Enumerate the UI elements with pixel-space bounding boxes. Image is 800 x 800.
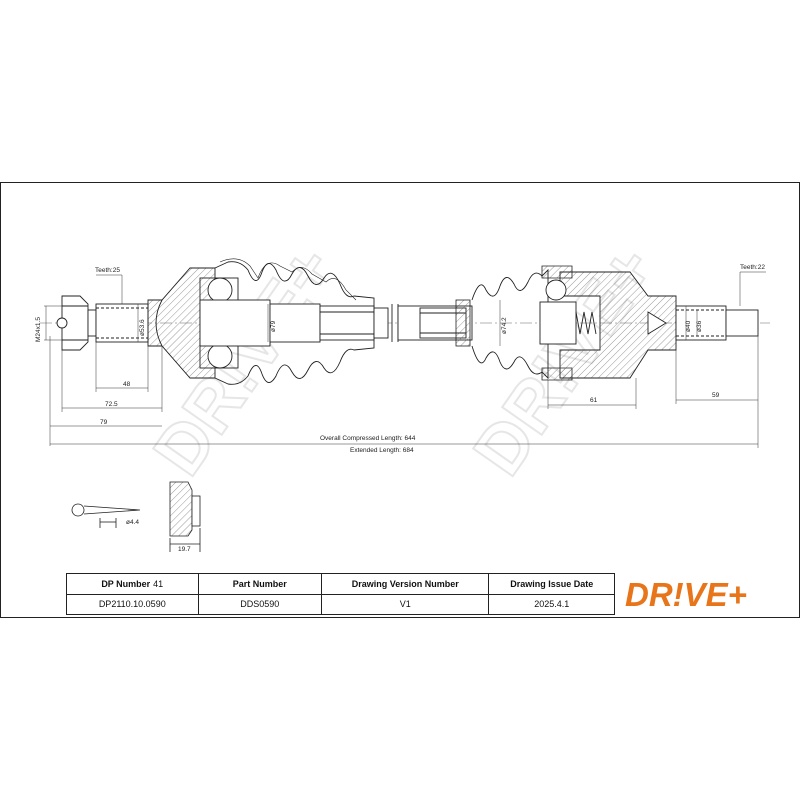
drawing-version-header: Drawing Version Number <box>322 574 490 594</box>
left-boot-inner <box>219 258 357 301</box>
teeth-left-label: Teeth:25 <box>95 267 120 274</box>
dim-59-label: 59 <box>712 392 720 399</box>
issue-date-value: 2025.4.1 <box>534 599 570 609</box>
dim-61-label: 61 <box>590 397 598 404</box>
dim-48-label: 48 <box>123 381 131 388</box>
dim-79-label: 79 <box>100 419 108 426</box>
dim-72-5-label: 72.5 <box>105 401 118 408</box>
tripod-roller <box>545 279 567 301</box>
brand-logo: DR!VE+ <box>618 573 800 615</box>
teeth-right-label: Teeth:22 <box>740 264 765 271</box>
title-block: DP Number 41 Part Number Drawing Version… <box>66 573 615 615</box>
right-stub <box>675 305 759 341</box>
dia-left-stub-label: ø53.6 <box>139 319 146 336</box>
pin-dia-label: ø4.4 <box>126 519 139 526</box>
threaded-stub <box>87 309 97 337</box>
inner-joint-housing <box>559 271 677 379</box>
castle-nut-detail <box>169 481 201 552</box>
left-shaft <box>269 303 389 343</box>
inner-joint <box>539 271 677 379</box>
part-number-header: Part Number <box>199 574 323 594</box>
tripod-spider <box>539 301 577 345</box>
spring <box>575 311 597 335</box>
dimension-lines <box>44 271 766 448</box>
dia-right-joint-label: ø74.2 <box>501 317 508 334</box>
dp-number-header-value: 41 <box>153 579 164 589</box>
left-outer-joint <box>56 267 271 379</box>
brand-logo-text: DR!VE+ <box>625 576 747 612</box>
part-number-value: DDS0590 <box>199 594 323 614</box>
cotter-pin-detail <box>71 503 141 528</box>
title-block-value-row: DP2110.10.0590 DDS0590 V1 2025.4.1 <box>67 594 614 614</box>
issue-date-header: Drawing Issue Date <box>510 579 594 589</box>
title-block-header-row: DP Number 41 Part Number Drawing Version… <box>67 574 614 595</box>
nut-width-label: 19.7 <box>178 546 191 553</box>
dp-number-header: DP Number 41 <box>67 574 199 594</box>
cv-ball-bottom <box>207 343 233 369</box>
dia-right-1-label: ø40 <box>685 320 692 332</box>
thread-label: M24x1.5 <box>35 317 42 342</box>
cotter-pin-hole <box>56 317 68 329</box>
dia-right-2-label: ø36 <box>696 320 703 332</box>
cv-ball-top <box>207 277 233 303</box>
brand-logo-mark: DR!VE+ <box>625 576 747 612</box>
dia-left-joint-label: ø79 <box>270 320 277 332</box>
extended-length: Extended Length: 684 <box>350 447 414 454</box>
watermark-left: DR!VE+ <box>138 232 350 489</box>
dp-number-value: DP2110.10.0590 <box>67 594 199 614</box>
overall-compressed-length: Overall Compressed Length: 644 <box>320 435 416 442</box>
drawing-version-value: V1 <box>322 594 490 614</box>
dp-number-header-text: DP Number <box>101 579 151 589</box>
plunger-tip <box>647 311 667 335</box>
boot-clamp-left <box>455 299 471 347</box>
